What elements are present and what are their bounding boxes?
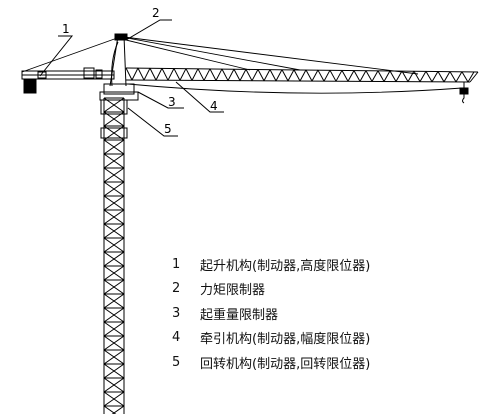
tie-ropes bbox=[21, 36, 463, 94]
legend-item: 3 起重量限制器 bbox=[172, 301, 370, 326]
legend-label: 起升机构(制动器,高度限位器) bbox=[200, 258, 371, 274]
callout-2: 2 bbox=[152, 6, 160, 20]
legend-label: 力矩限制器 bbox=[200, 283, 266, 299]
legend-number: 1 bbox=[172, 256, 181, 272]
legend-label: 牵引机构(制动器,幅度限位器) bbox=[200, 332, 371, 348]
crane-jib bbox=[125, 67, 479, 83]
legend-number: 2 bbox=[172, 281, 181, 297]
legend-item: 4 牵引机构(制动器,幅度限位器) bbox=[172, 326, 370, 351]
callout-3: 3 bbox=[168, 95, 176, 109]
callout-leaders bbox=[39, 19, 224, 137]
legend-number: 5 bbox=[172, 354, 181, 370]
callout-5: 5 bbox=[164, 122, 172, 136]
legend-item: 2 力矩限制器 bbox=[172, 277, 370, 302]
counter-jib bbox=[21, 67, 115, 94]
legend-label: 回转机构(制动器,回转限位器) bbox=[200, 356, 371, 372]
crane-mast bbox=[100, 97, 128, 414]
legend-item: 5 回转机构(制动器,回转限位器) bbox=[172, 350, 370, 375]
hook-block bbox=[459, 82, 469, 104]
tower-head bbox=[99, 33, 139, 101]
legend-item: 1 起升机构(制动器,高度限位器) bbox=[172, 252, 370, 277]
legend-number: 4 bbox=[172, 330, 181, 346]
callout-1: 1 bbox=[62, 22, 70, 36]
legend: 1 起升机构(制动器,高度限位器) 2 力矩限制器 3 起重量限制器 4 牵引机… bbox=[172, 252, 370, 375]
legend-label: 起重量限制器 bbox=[200, 307, 279, 323]
callout-4: 4 bbox=[210, 99, 218, 113]
legend-number: 3 bbox=[172, 305, 181, 321]
